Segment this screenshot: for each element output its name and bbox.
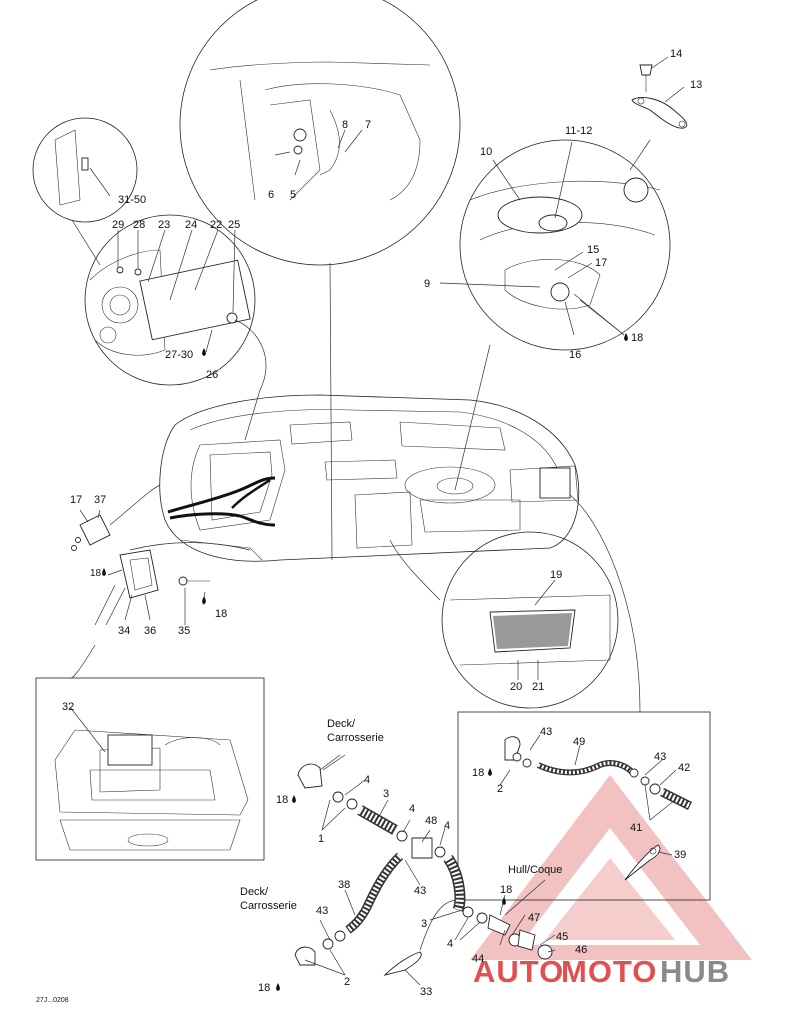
callout-37: 37 (94, 494, 106, 506)
detail-box-right (419, 494, 711, 951)
callout-18-box: 18 (472, 767, 484, 779)
deck-label-top-line1: Deck/ (327, 718, 356, 730)
callout-2-bottom: 2 (344, 976, 350, 988)
callout-36: 36 (144, 625, 156, 637)
callout-3-b: 3 (421, 918, 427, 930)
callout-18-top-right: 18 (631, 332, 643, 344)
callout-28: 28 (133, 219, 145, 231)
detail-circle-right (439, 56, 688, 491)
callout-9: 9 (424, 278, 430, 290)
callout-4-b: 4 (409, 803, 415, 815)
callout-labels: 14 13 8 7 11-12 10 6 5 31-50 29 28 23 24… (62, 48, 702, 998)
callout-43-d: 43 (316, 905, 328, 917)
deck-body (159, 394, 580, 562)
callout-4-a: 4 (364, 774, 370, 786)
callout-2-box: 2 (497, 783, 503, 795)
callout-18-deck: 18 (276, 794, 288, 806)
callout-10: 10 (480, 146, 492, 158)
callout-29: 29 (112, 219, 124, 231)
callout-39: 39 (674, 849, 686, 861)
callout-44: 44 (472, 953, 484, 965)
deck-label-bottom: Deck/ Carrosserie (240, 886, 297, 912)
detail-box-bottom-left (35, 644, 265, 861)
callout-14: 14 (670, 48, 682, 60)
callout-47: 47 (528, 912, 540, 924)
callout-21: 21 (532, 681, 544, 693)
watermark-text-auto: AUTO (473, 954, 564, 989)
detail-circle-left (84, 214, 267, 441)
deck-label-top: Deck/ Carrosserie (327, 718, 384, 744)
deck-label-bottom-line1: Deck/ (240, 886, 269, 898)
hose-assembly-bottom (294, 754, 556, 986)
callout-16: 16 (569, 349, 581, 361)
deck-label-top-line2: Carrosserie (327, 732, 384, 744)
callout-7: 7 (365, 119, 371, 131)
callout-17-mid: 17 (70, 494, 82, 506)
callout-6: 6 (268, 189, 274, 201)
detail-circle-top-center (179, 0, 461, 561)
callout-19: 19 (550, 569, 562, 581)
callout-43-box-a: 43 (540, 726, 552, 738)
deck-label-bottom-line2: Carrosserie (240, 900, 297, 912)
watermark-text-moto: MOTO (561, 954, 657, 989)
callout-27-30: 27-30 (165, 349, 193, 361)
detail-circle-bottom-center (389, 531, 619, 709)
callout-5: 5 (290, 189, 296, 201)
callout-38: 38 (338, 879, 350, 891)
callout-42: 42 (678, 762, 690, 774)
callout-4-c: 4 (444, 820, 450, 832)
callout-34: 34 (118, 625, 130, 637)
callout-25: 25 (228, 219, 240, 231)
callout-32: 32 (62, 701, 74, 713)
callout-22: 22 (210, 219, 222, 231)
callout-3-a: 3 (383, 788, 389, 800)
callout-18-bottom-a: 18 (500, 884, 512, 896)
callout-18-inline-a: 18 (90, 568, 102, 579)
callout-49: 49 (573, 736, 585, 748)
callout-20: 20 (510, 681, 522, 693)
callout-24: 24 (185, 219, 197, 231)
callout-26: 26 (206, 369, 218, 381)
callout-43-c: 43 (414, 885, 426, 897)
callout-43-box-b: 43 (654, 751, 666, 763)
callout-46: 46 (575, 944, 587, 956)
callout-15: 15 (587, 244, 599, 256)
callout-35: 35 (178, 625, 190, 637)
callout-45: 45 (556, 931, 568, 943)
callout-23: 23 (158, 219, 170, 231)
detail-parts-left-mid (71, 484, 251, 626)
callout-48: 48 (425, 815, 437, 827)
loctite-drop-icons (102, 333, 628, 991)
watermark-logo: AUTO MOTO HUB (470, 775, 752, 989)
callout-hull: Hull/Coque (508, 864, 562, 876)
detail-circle-top-left (32, 117, 138, 266)
callout-17-top: 17 (595, 257, 607, 269)
callout-41: 41 (630, 822, 642, 834)
callout-18-mid-right: 18 (215, 608, 227, 620)
callout-8: 8 (342, 119, 348, 131)
callout-13: 13 (690, 79, 702, 91)
watermark-text-hub: HUB (660, 954, 730, 989)
callout-33: 33 (420, 986, 432, 998)
callout-31-50: 31-50 (118, 194, 146, 206)
callout-4-d: 4 (447, 938, 453, 950)
callout-1: 1 (318, 833, 324, 845)
callout-18-bottom-b: 18 (258, 982, 270, 994)
callout-11-12: 11-12 (565, 125, 592, 137)
part-code: 27J...0208 (36, 997, 69, 1004)
